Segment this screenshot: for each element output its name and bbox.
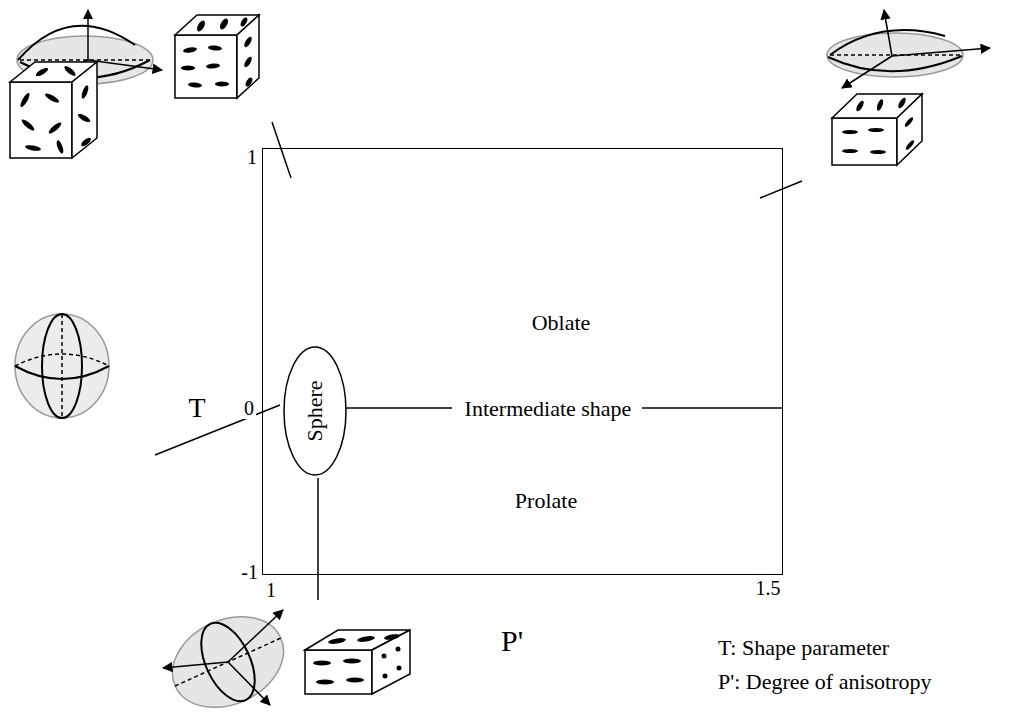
leader-line (155, 122, 802, 600)
key-text: T: Shape parameter (718, 636, 889, 660)
axis-title: T (188, 393, 205, 424)
prolate-fabric-box (305, 630, 410, 694)
key-text: P': Degree of anisotropy (718, 670, 932, 694)
plot-region: OblateIntermediate shapeProlate Sphere (262, 148, 783, 575)
flat-ellipsoid (827, 10, 990, 88)
region-label: Prolate (515, 489, 577, 513)
prolate-ellipsoid (158, 599, 299, 715)
flat-fabric-box (832, 94, 922, 165)
sphere-figure (15, 314, 109, 418)
region-label: Intermediate shape (459, 397, 638, 421)
axis-tick: 1 (247, 146, 257, 168)
sphere-ellipse: Sphere (283, 346, 347, 476)
oblate-fabric-cube (175, 15, 259, 98)
shape-label: Sphere (303, 380, 327, 441)
region-label: Oblate (532, 311, 591, 335)
axis-tick: 0 (242, 397, 256, 419)
axis-tick: -1 (241, 561, 258, 583)
axis-title: P' (501, 624, 523, 657)
axis-tick: 1.5 (756, 577, 781, 599)
random-fabric-cube (10, 62, 97, 158)
axis-tick: 1 (266, 579, 276, 601)
